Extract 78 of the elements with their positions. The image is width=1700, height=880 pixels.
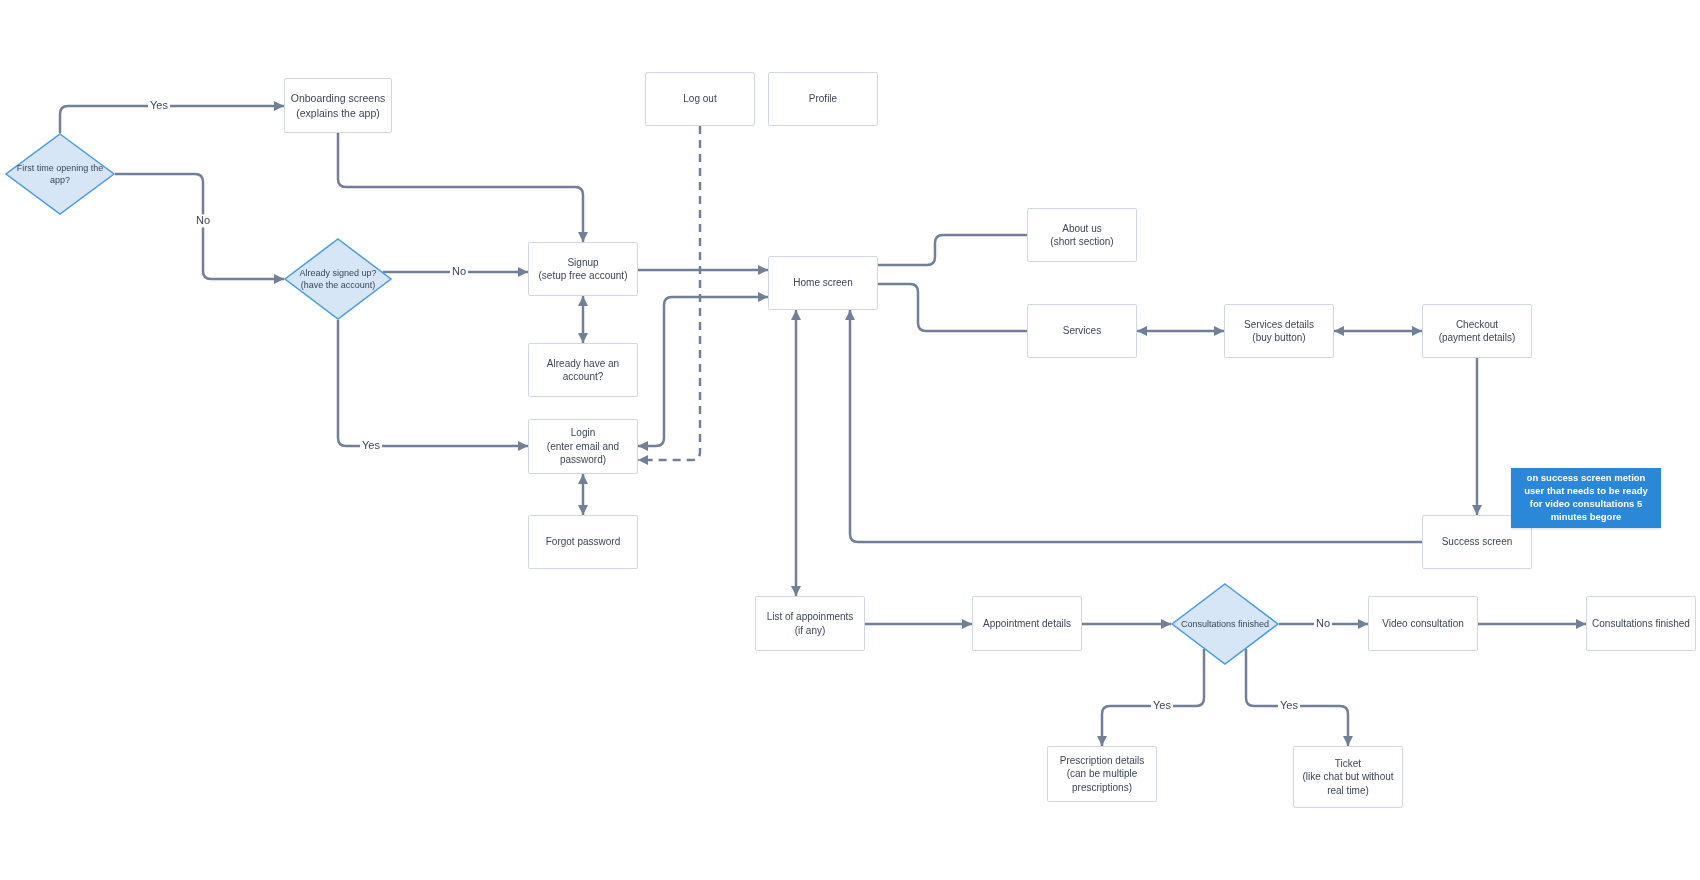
node-text: (short section) <box>1050 235 1114 249</box>
node-text: Profile <box>808 92 838 106</box>
arrow <box>638 265 768 275</box>
process-box <box>528 419 638 474</box>
arrow <box>1097 649 1206 746</box>
note-text: on success screen metion user that needs to be ready for video consultations 5 minutes begore <box>1523 472 1649 524</box>
process-box <box>1422 304 1532 358</box>
decision-diamond <box>5 133 115 215</box>
node-text: Services details <box>1244 317 1314 331</box>
arrow <box>845 310 1422 544</box>
arrow <box>865 619 972 629</box>
process-box <box>1368 596 1478 651</box>
node-text: Prescription details <box>1059 753 1145 768</box>
arrow <box>336 320 528 451</box>
process-box <box>1422 515 1532 569</box>
node-text: Login <box>570 426 596 440</box>
node-text: Already signed up? <box>299 266 377 279</box>
node-text: (like chat but without real time) <box>1301 770 1395 798</box>
node-text: Success screen <box>1441 535 1513 549</box>
arrow <box>578 474 588 515</box>
arrow <box>578 296 588 343</box>
node-text: Signup <box>567 255 599 269</box>
arrow <box>638 292 768 451</box>
edge-label: No <box>193 214 213 228</box>
process-box <box>1047 746 1157 802</box>
arrow <box>336 133 588 242</box>
note-box <box>1511 468 1661 528</box>
process-box <box>528 343 638 397</box>
node-text: Log out <box>683 92 717 106</box>
process-box <box>528 515 638 569</box>
node-text: Forgot password <box>545 535 621 549</box>
process-box <box>1293 746 1403 808</box>
node-text: (buy button) <box>1252 331 1306 345</box>
node-text: Onboarding screens <box>290 91 386 106</box>
node-text: Consultations finished <box>1592 616 1690 631</box>
node-text: (if any) <box>794 623 826 637</box>
process-box <box>972 596 1082 651</box>
node-text: First time opening the app? <box>15 161 105 187</box>
arrow <box>1137 326 1224 336</box>
node-text: (explains the app) <box>296 105 380 120</box>
process-box <box>1027 208 1137 262</box>
node-text: About us <box>1062 221 1102 235</box>
node-text: List of appoinments <box>766 610 854 624</box>
node-text: (payment details) <box>1438 331 1516 345</box>
arrow <box>1082 619 1171 629</box>
node-text: (setup free account) <box>538 269 628 283</box>
arrow <box>1472 358 1482 515</box>
node-text: Services <box>1062 324 1102 338</box>
process-box <box>755 596 865 651</box>
node-text: Already have an account? <box>545 356 621 384</box>
arrow <box>638 126 702 465</box>
process-box <box>1586 596 1696 651</box>
process-box <box>1027 304 1137 358</box>
process-box <box>1224 304 1334 358</box>
process-box <box>768 256 878 310</box>
arrow <box>1334 326 1422 336</box>
node-text: Appointment details <box>983 616 1071 631</box>
node-text: (enter email and password) <box>545 439 621 467</box>
process-box <box>284 78 392 133</box>
node-text: Consultations finished <box>1180 617 1270 631</box>
arrow <box>1478 619 1586 629</box>
node-text: Video consultation <box>1382 616 1464 631</box>
arrow <box>791 310 801 596</box>
node-text: Checkout <box>1455 317 1499 331</box>
arrow <box>382 267 528 277</box>
process-box <box>528 242 638 296</box>
decision-diamond <box>284 238 392 320</box>
node-text: Ticket <box>1334 756 1362 771</box>
node-text: (can be multiple prescriptions) <box>1065 767 1139 795</box>
node-text: Home screen <box>793 276 853 290</box>
node-text: (have the account) <box>300 279 376 292</box>
arrow <box>1279 619 1368 629</box>
arrow <box>58 101 284 133</box>
arrow <box>115 172 284 284</box>
decision-diamond <box>1171 583 1279 665</box>
process-box <box>768 72 878 126</box>
arrow <box>1244 649 1353 746</box>
process-box <box>645 72 755 126</box>
